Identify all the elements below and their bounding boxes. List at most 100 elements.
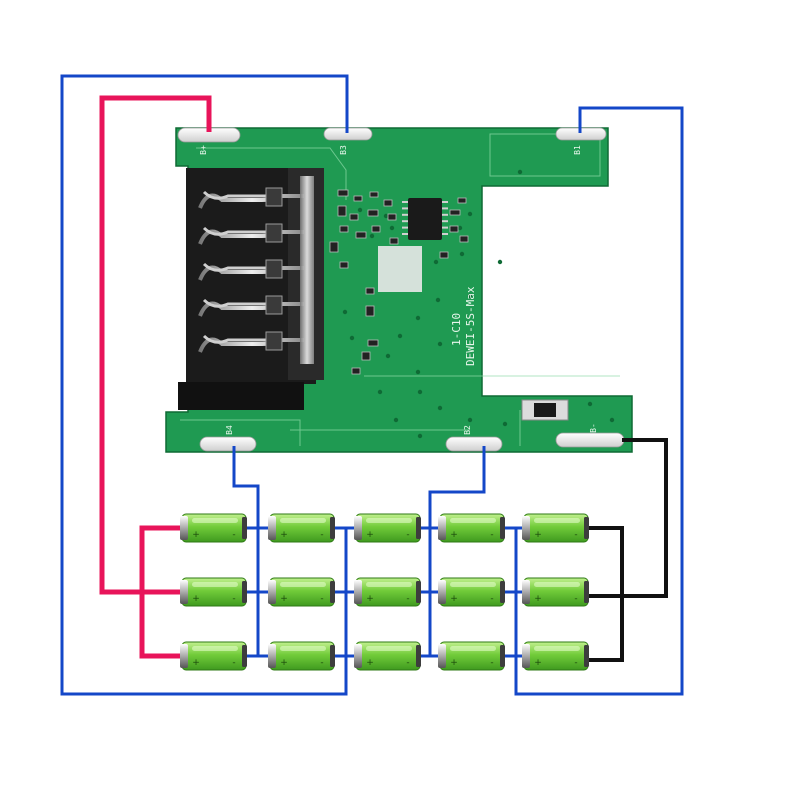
cell-negative-cap bbox=[416, 581, 421, 603]
via bbox=[437, 405, 443, 411]
smd-component bbox=[353, 195, 363, 202]
cell-plus-symbol: + bbox=[280, 658, 288, 668]
cell-negative-cap bbox=[242, 581, 247, 603]
cell-negative-cap bbox=[584, 517, 589, 539]
cell-minus-symbol: - bbox=[574, 658, 577, 668]
wiring bbox=[60, 74, 684, 696]
cell-negative-cap bbox=[584, 581, 589, 603]
cell-negative-cap bbox=[500, 645, 505, 667]
18650-cell-icon: +- bbox=[438, 577, 505, 607]
via bbox=[417, 389, 423, 395]
18650-cell-icon: +- bbox=[180, 641, 247, 671]
18650-cell-icon: +- bbox=[354, 513, 421, 543]
cell-negative-cap bbox=[330, 645, 335, 667]
cell-plus-symbol: + bbox=[366, 594, 374, 604]
pad-label: B2 bbox=[463, 425, 472, 435]
cell-positive-cap bbox=[180, 644, 188, 668]
wire-positive-bus bbox=[139, 525, 180, 659]
cell-plus-symbol: + bbox=[450, 530, 458, 540]
pad-b2: B2 bbox=[445, 425, 503, 452]
cell-minus-symbol: - bbox=[406, 594, 409, 604]
smd-component bbox=[383, 199, 393, 207]
18650-cell-icon: +- bbox=[438, 641, 505, 671]
cell-negative-cap bbox=[242, 645, 247, 667]
via bbox=[383, 213, 389, 219]
smd-components bbox=[329, 189, 469, 375]
18650-cell-icon: +- bbox=[438, 513, 505, 543]
cell-minus-symbol: - bbox=[320, 530, 323, 540]
smd-component bbox=[367, 209, 379, 217]
cell-negative-cap bbox=[330, 517, 335, 539]
smd-component bbox=[337, 189, 349, 197]
via bbox=[377, 389, 383, 395]
18650-cell-icon: +- bbox=[180, 513, 247, 543]
cell-plus-symbol: + bbox=[192, 658, 200, 668]
pad-label: B1 bbox=[573, 145, 582, 155]
terminal-contact bbox=[198, 259, 304, 281]
via bbox=[389, 225, 395, 231]
cell-minus-symbol: - bbox=[232, 594, 235, 604]
cell-minus-symbol: - bbox=[406, 658, 409, 668]
pad-label: B4 bbox=[225, 425, 234, 435]
smd-component bbox=[337, 205, 347, 217]
cell-positive-cap bbox=[354, 580, 362, 604]
via bbox=[415, 315, 421, 321]
board-version-text: 1-C10 bbox=[450, 313, 463, 346]
cell-negative-cap bbox=[500, 581, 505, 603]
cell-minus-symbol: - bbox=[574, 530, 577, 540]
smd-component bbox=[449, 225, 459, 233]
smd-component bbox=[367, 339, 379, 347]
cell-minus-symbol: - bbox=[232, 530, 235, 540]
cell-negative-cap bbox=[416, 645, 421, 667]
contact-bar bbox=[300, 176, 314, 364]
via bbox=[342, 309, 348, 315]
cell-minus-symbol: - bbox=[490, 594, 493, 604]
via bbox=[349, 335, 355, 341]
cell-positive-cap bbox=[354, 516, 362, 540]
smd-component bbox=[355, 231, 367, 239]
via bbox=[457, 225, 463, 231]
cell-minus-symbol: - bbox=[320, 594, 323, 604]
label-area bbox=[378, 246, 422, 292]
cell-positive-cap bbox=[438, 516, 446, 540]
via bbox=[467, 417, 473, 423]
terminal-contact bbox=[198, 187, 304, 209]
18650-cell-icon: +- bbox=[268, 641, 335, 671]
via bbox=[459, 251, 465, 257]
pad-b3: B3 bbox=[323, 127, 373, 155]
cell-negative-cap bbox=[330, 581, 335, 603]
cell-negative-cap bbox=[242, 517, 247, 539]
via bbox=[385, 353, 391, 359]
cell-plus-symbol: + bbox=[366, 658, 374, 668]
via bbox=[369, 233, 375, 239]
smd-component bbox=[339, 225, 349, 233]
smd-component bbox=[365, 305, 375, 317]
via bbox=[393, 417, 399, 423]
wire-negative-bus bbox=[584, 526, 624, 662]
board-model-text: DEWEI-5S-Max bbox=[464, 286, 477, 366]
via bbox=[357, 207, 363, 213]
ic-chip-icon bbox=[402, 198, 448, 240]
pad-label: B- bbox=[589, 423, 598, 433]
18650-cell-icon: +- bbox=[522, 577, 589, 607]
smd-component bbox=[449, 209, 461, 216]
smd-component bbox=[329, 241, 339, 253]
via bbox=[415, 369, 421, 375]
18650-cell-icon: +- bbox=[354, 577, 421, 607]
pad-b4: B4 bbox=[199, 425, 257, 452]
via bbox=[497, 259, 503, 265]
via bbox=[467, 293, 473, 299]
cell-minus-symbol: - bbox=[406, 530, 409, 540]
18650-cell-icon: +- bbox=[180, 577, 247, 607]
cell-minus-symbol: - bbox=[490, 658, 493, 668]
smd-component bbox=[389, 237, 399, 245]
smd-component bbox=[349, 213, 359, 221]
cell-positive-cap bbox=[268, 580, 276, 604]
18650-cell-icon: +- bbox=[268, 577, 335, 607]
18650-cell-icon: +- bbox=[522, 641, 589, 671]
cell-positive-cap bbox=[268, 644, 276, 668]
cell-positive-cap bbox=[354, 644, 362, 668]
wire-b-minus bbox=[584, 438, 668, 598]
